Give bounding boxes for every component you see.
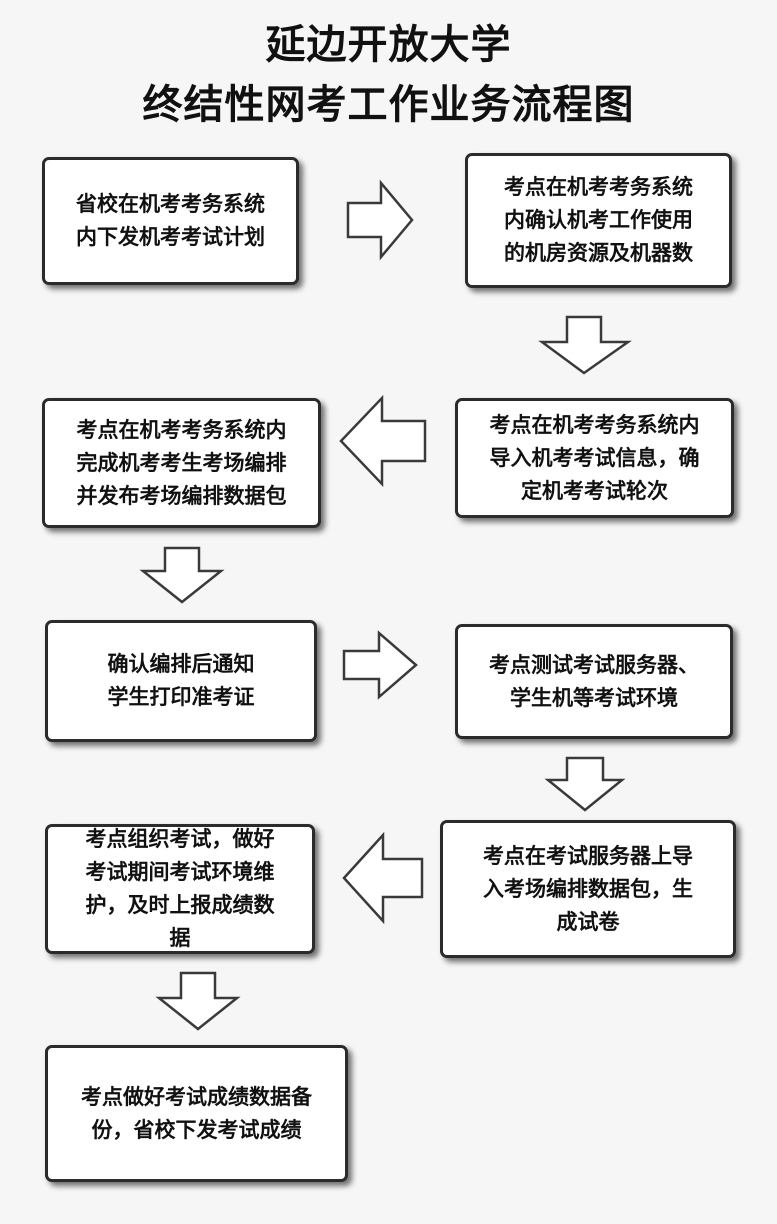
step-1-text: 省校在机考考务系统 内下发机考考试计划 (76, 192, 265, 249)
step-2-text: 考点在机考考务系统 内确认机考工作使用 的机房资源及机器数 (504, 175, 693, 265)
step-6-text: 考点测试考试服务器、 学生机等考试环境 (489, 652, 699, 710)
arrow-down-icon (544, 756, 626, 812)
arrow-left-icon (342, 831, 424, 925)
step-5-text: 确认编排后通知 学生打印准考证 (107, 652, 255, 709)
arrow-down-icon (139, 546, 225, 604)
step-7-box: 考点在考试服务器上导 入考场编排数据包，生 成试卷 (440, 820, 736, 958)
step-9-box: 考点做好考试成绩数据备 份，省校下发考试成绩 (45, 1045, 348, 1182)
diagram-title-line1: 延边开放大学 (265, 22, 512, 68)
step-6-box: 考点测试考试服务器、 学生机等考试环境 (455, 624, 733, 739)
step-3-box: 考点在机考考务系统内 导入机考考试信息，确 定机考考试轮次 (455, 398, 734, 518)
arrow-left-icon (339, 394, 427, 488)
step-4-text: 考点在机考考务系统内 完成机考考生考场编排 并发布考场编排数据包 (76, 417, 287, 508)
step-4-box: 考点在机考考务系统内 完成机考考生考场编排 并发布考场编排数据包 (42, 398, 321, 528)
step-8-box: 考点组织考试，做好 考试期间考试环境维 护，及时上报成绩数 据 (45, 824, 315, 954)
step-5-box: 确认编排后通知 学生打印准考证 (45, 620, 317, 742)
step-8-text: 考点组织考试，做好 考试期间考试环境维 护，及时上报成绩数 据 (85, 827, 275, 950)
step-1-box: 省校在机考考务系统 内下发机考考试计划 (42, 157, 299, 285)
arrow-right-icon (346, 179, 414, 261)
step-2-box: 考点在机考考务系统 内确认机考工作使用 的机房资源及机器数 (465, 153, 732, 288)
arrow-right-icon (342, 630, 418, 700)
step-3-text: 考点在机考考务系统内 导入机考考试信息，确 定机考考试轮次 (489, 412, 700, 503)
step-7-text: 考点在考试服务器上导 入考场编排数据包，生 成试卷 (483, 843, 693, 934)
step-9-text: 考点做好考试成绩数据备 份，省校下发考试成绩 (81, 1084, 312, 1142)
arrow-down-icon (155, 971, 241, 1031)
arrow-down-icon (538, 315, 632, 375)
diagram-title-line2: 终结性网考工作业务流程图 (142, 82, 635, 128)
